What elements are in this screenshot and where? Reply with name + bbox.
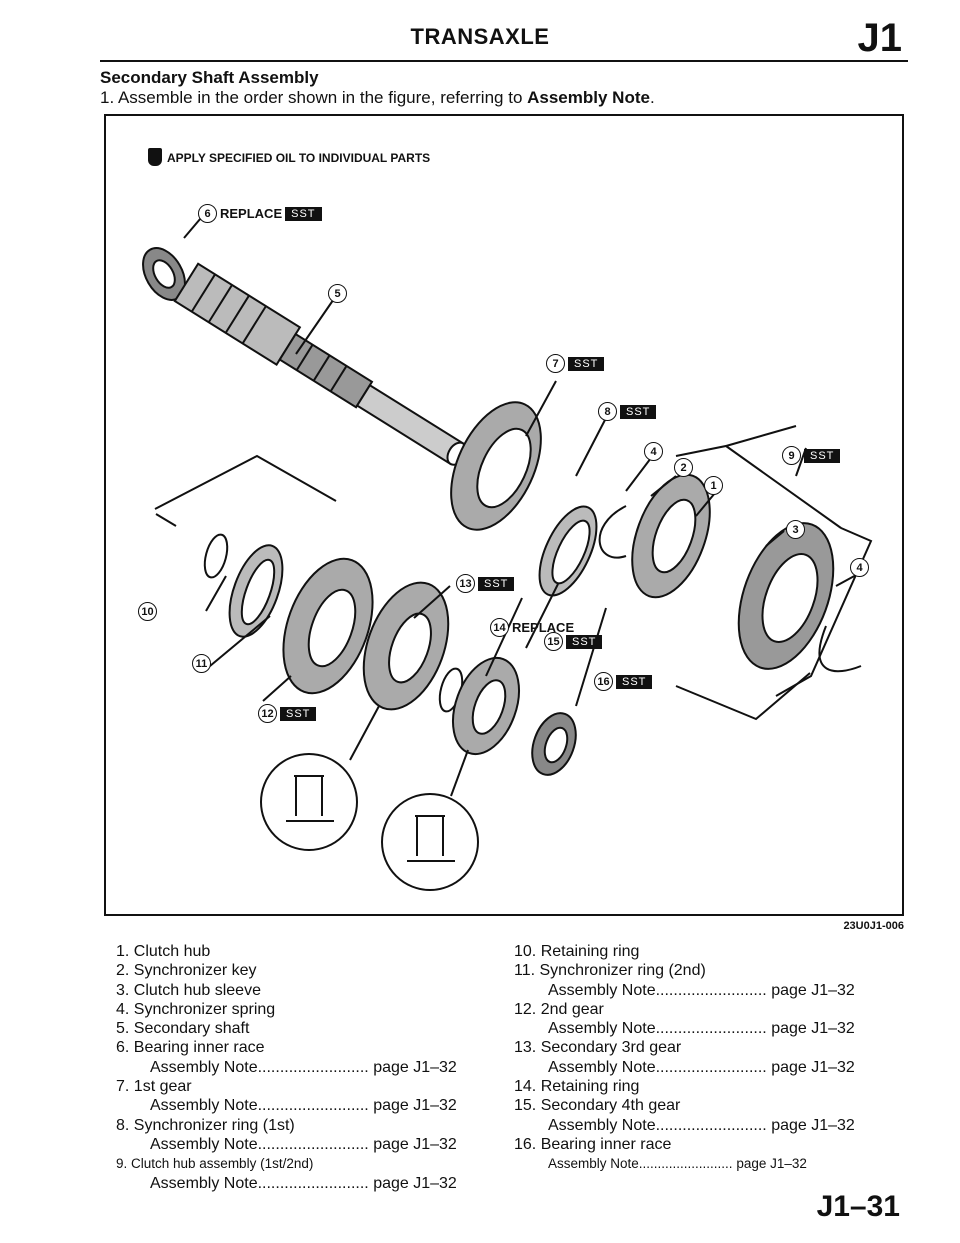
list-item-note: Assembly Note......................... p… bbox=[150, 1058, 457, 1076]
detail-circle-2 bbox=[381, 793, 479, 891]
list-item: 4. Synchronizer spring bbox=[116, 1000, 276, 1018]
list-item: 7. 1st gear bbox=[116, 1078, 192, 1096]
page-header-title: TRANSAXLE bbox=[410, 24, 550, 49]
list-item-note: Assembly Note......................... p… bbox=[548, 981, 855, 999]
sync-spring bbox=[598, 505, 627, 559]
list-item: 9. Clutch hub assembly (1st/2nd) bbox=[116, 1156, 314, 1172]
callout-2: 2 bbox=[674, 458, 693, 477]
callout-10: 10 bbox=[138, 602, 157, 621]
list-item: 3. Clutch hub sleeve bbox=[116, 981, 261, 999]
detail-circle-1 bbox=[260, 753, 358, 851]
page-number: J1–31 bbox=[816, 1190, 900, 1223]
list-item-note: Assembly Note......................... p… bbox=[548, 1116, 855, 1134]
list-item: 10. Retaining ring bbox=[514, 943, 640, 960]
secondary-shaft bbox=[173, 262, 468, 466]
list-item-note: Assembly Note......................... p… bbox=[150, 1135, 457, 1153]
assembly-drawing bbox=[142, 211, 873, 891]
parts-list-right: 10. Retaining ring 11. Synchronizer ring… bbox=[514, 942, 906, 1174]
callout-4b: 4 bbox=[850, 558, 869, 577]
callout-5: 5 bbox=[328, 284, 347, 303]
list-item-note: Assembly Note......................... p… bbox=[150, 1097, 457, 1115]
figure-code: 23U0J1-006 bbox=[843, 920, 904, 932]
list-item: 13. Secondary 3rd gear bbox=[514, 1039, 682, 1057]
retaining-ring-10 bbox=[203, 533, 229, 579]
list-item-note: Assembly Note......................... p… bbox=[548, 1020, 855, 1038]
list-item-note: Assembly Note......................... p… bbox=[548, 1058, 855, 1076]
list-item: 15. Secondary 4th gear bbox=[514, 1097, 681, 1115]
header-rule bbox=[100, 60, 908, 62]
parts-list-left: 1. Clutch hub 2. Synchronizer key 3. Clu… bbox=[116, 942, 496, 1193]
list-item: 5. Secondary shaft bbox=[116, 1020, 250, 1038]
list-item: 11. Synchronizer ring (2nd) bbox=[514, 962, 706, 980]
instruction-text: 1. Assemble in the order shown in the fi… bbox=[100, 88, 655, 107]
list-item: 12. 2nd gear bbox=[514, 1000, 604, 1018]
list-item: 1. Clutch hub bbox=[116, 943, 211, 960]
callout-11: 11 bbox=[192, 654, 211, 673]
list-item: 6. Bearing inner race bbox=[116, 1039, 265, 1057]
section-title: Secondary Shaft Assembly bbox=[100, 68, 319, 87]
callout-4a: 4 bbox=[644, 442, 663, 461]
callout-3: 3 bbox=[786, 520, 805, 539]
oil-can-icon bbox=[148, 148, 162, 166]
page-header-code: J1 bbox=[857, 16, 903, 60]
exploded-view-figure: APPLY SPECIFIED OIL TO INDIVIDUAL PARTS bbox=[104, 114, 904, 916]
list-item: 16. Bearing inner race bbox=[514, 1135, 672, 1153]
oil-note: APPLY SPECIFIED OIL TO INDIVIDUAL PARTS bbox=[148, 148, 430, 166]
list-item: 14. Retaining ring bbox=[514, 1078, 640, 1096]
list-item: 8. Synchronizer ring (1st) bbox=[116, 1116, 295, 1134]
list-item: 2. Synchronizer key bbox=[116, 962, 257, 980]
callout-1: 1 bbox=[704, 476, 723, 495]
list-item-note: Assembly Note......................... p… bbox=[548, 1156, 807, 1172]
list-item-note: Assembly Note......................... p… bbox=[150, 1174, 457, 1192]
